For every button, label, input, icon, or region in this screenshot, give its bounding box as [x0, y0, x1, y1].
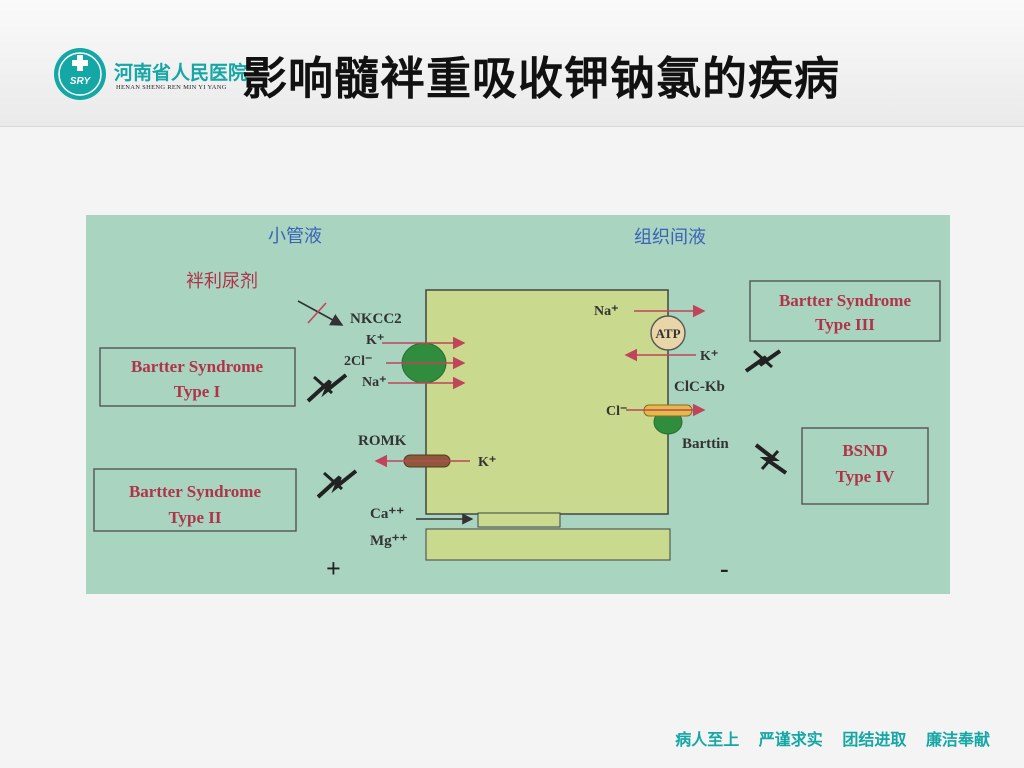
- motto-2: 严谨求实: [758, 730, 823, 749]
- motto-1: 病人至上: [675, 730, 740, 749]
- bartter-type3-box: [749, 280, 941, 342]
- bartter-type2-box: [93, 468, 297, 532]
- bartter-type2-inhibit-icon: [316, 469, 358, 499]
- bsnd-cross: [760, 450, 780, 470]
- nkcc2-label: NKCC2: [350, 311, 402, 327]
- lumen-label: 小管液: [268, 226, 322, 247]
- nkcc2-cl-label: 2Cl⁻: [344, 354, 372, 369]
- logo-text: SRY: [70, 76, 92, 87]
- bartter-type3-line1: Bartter Syndrome: [779, 291, 912, 310]
- bartter-type2-line2: Type II: [168, 508, 221, 527]
- bartter-type1-cross: [313, 375, 333, 395]
- bartter-type1-line1: Bartter Syndrome: [131, 357, 264, 376]
- atpase-pump-icon: [650, 315, 686, 351]
- hospital-name: 河南省人民医院: [114, 62, 248, 84]
- loop-of-henle-diagram: 小管液 组织间液 袢利尿剂 NKCC2 K⁺ 2Cl⁻ Na⁺ Bartter …: [93, 226, 941, 583]
- diuretic-label: 袢利尿剂: [186, 271, 258, 292]
- slide-header: SRY 河南省人民医院 HENAN SHENG REN MIN YI YANG …: [0, 0, 1024, 127]
- romk-label: ROMK: [358, 433, 407, 449]
- bartter-type1-inhibit-icon: [306, 373, 348, 403]
- diuretic-inhibit-mark: [307, 302, 327, 324]
- barttin-label: Barttin: [682, 436, 729, 452]
- atp-label: ATP: [655, 326, 680, 341]
- bsnd-type4-box: [801, 427, 929, 505]
- bartter-type3-cross: [753, 349, 773, 369]
- hospital-pinyin: HENAN SHENG REN MIN YI YANG: [116, 84, 227, 91]
- romk-k-label: K⁺: [478, 455, 496, 470]
- neighbor-cell: [425, 528, 671, 561]
- bsnd-type4-line2: Type IV: [836, 467, 895, 486]
- calcium-label: Ca⁺⁺: [370, 506, 404, 522]
- magnesium-label: Mg⁺⁺: [370, 533, 408, 549]
- clckb-label: ClC-Kb: [674, 379, 725, 395]
- atpase-k-label: K⁺: [700, 349, 718, 364]
- motto-4: 廉洁奉献: [925, 730, 990, 749]
- interstitial-negative-sign: -: [720, 554, 729, 583]
- bartter-type2-line1: Bartter Syndrome: [129, 482, 262, 501]
- nkcc2-k-label: K⁺: [366, 333, 384, 348]
- nkcc2-na-label: Na⁺: [362, 375, 387, 390]
- page-title: 影响髓袢重吸收钾钠氯的疾病: [242, 52, 841, 105]
- clckb-cl-label: Cl⁻: [606, 404, 627, 419]
- bartter-type1-box: [99, 347, 296, 407]
- diuretic-arrow: [297, 300, 344, 326]
- atpase-na-label: Na⁺: [594, 304, 619, 319]
- bsnd-type4-line1: BSND: [842, 441, 887, 460]
- tight-junction: [477, 512, 561, 528]
- hospital-logo-icon: SRY: [54, 48, 106, 100]
- bartter-type2-cross: [323, 471, 343, 491]
- bartter-type1-line2: Type I: [174, 382, 221, 401]
- hospital-motto: 病人至上 严谨求实 团结进取 廉洁奉献: [661, 726, 990, 750]
- interstitial-label: 组织间液: [634, 227, 706, 248]
- tubular-cell: [425, 289, 669, 515]
- lumen-positive-sign: +: [326, 554, 341, 583]
- diagram-photo: 小管液 组织间液 袢利尿剂 NKCC2 K⁺ 2Cl⁻ Na⁺ Bartter …: [86, 215, 950, 594]
- motto-3: 团结进取: [842, 730, 907, 749]
- bartter-type3-line2: Type III: [815, 315, 875, 334]
